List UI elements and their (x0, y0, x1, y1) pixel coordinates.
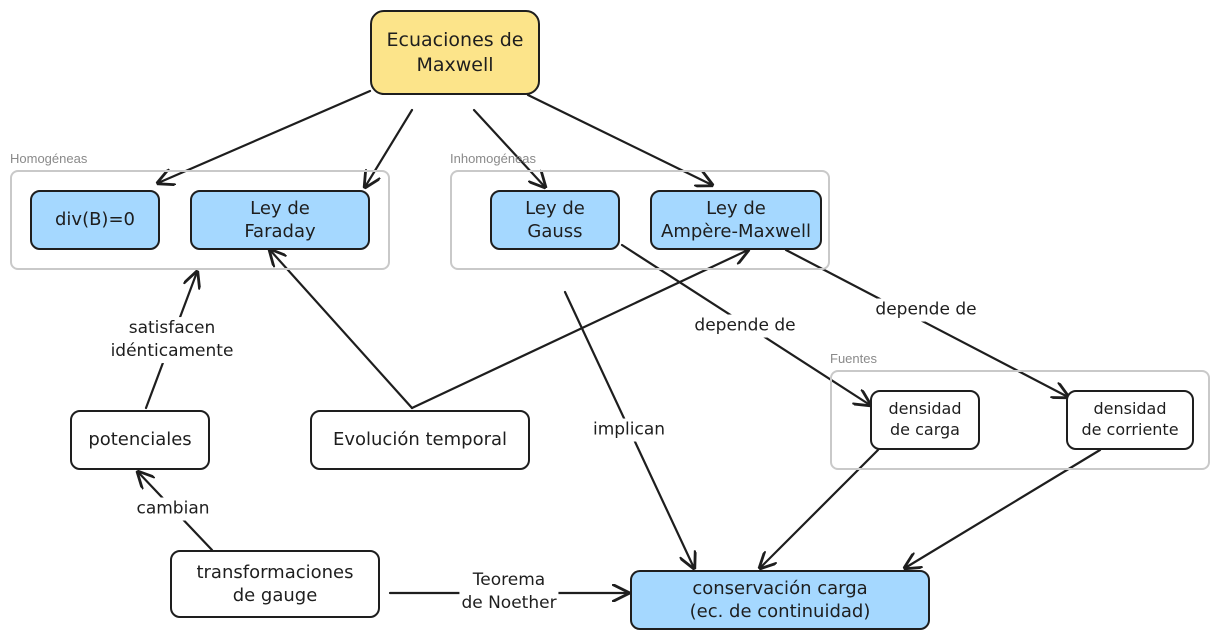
label-depende-ampere: depende de (873, 298, 979, 322)
node-maxwell-equations[interactable]: Ecuaciones de Maxwell (370, 10, 540, 95)
node-transformaciones-gauge[interactable]: transformaciones de gauge (170, 550, 380, 618)
node-div-b[interactable]: div(B)=0 (30, 190, 160, 250)
group-fuentes-box (830, 370, 1210, 470)
group-homogeneas-label: Homogéneas (10, 151, 88, 166)
edge-maxwell-faraday (365, 108, 414, 187)
edge-evolucion-faraday (270, 250, 414, 410)
edge-maxwell-divb (158, 89, 372, 183)
label-cambian: cambian (134, 497, 212, 521)
label-satisfacen: satisfacen idénticamente (108, 317, 236, 363)
group-fuentes-label: Fuentes (830, 351, 877, 366)
node-densidad-corriente[interactable]: densidad de corriente (1066, 390, 1194, 450)
edge-maxwell-gauss (472, 108, 545, 187)
node-faraday-law[interactable]: Ley de Faraday (190, 190, 370, 250)
node-densidad-carga[interactable]: densidad de carga (870, 390, 980, 450)
group-homogeneas-box (10, 170, 390, 270)
node-potenciales[interactable]: potenciales (70, 410, 210, 470)
node-ampere-maxwell-law[interactable]: Ley de Ampère-Maxwell (650, 190, 822, 250)
label-implican: implican (590, 418, 668, 442)
label-depende-gauss: depende de (692, 314, 798, 338)
node-evolucion-temporal[interactable]: Evolución temporal (310, 410, 530, 470)
edge-evolucion-ampere (410, 250, 748, 410)
group-inhomogeneas-box (450, 170, 830, 270)
edge-ampere-densidad-corriente (784, 248, 1068, 397)
label-noether: Teorema de Noether (459, 569, 559, 615)
node-gauss-law[interactable]: Ley de Gauss (490, 190, 620, 250)
group-inhomogeneas-label: Inhomogéneas (450, 151, 537, 166)
node-conservacion-carga[interactable]: conservación carga (ec. de continuidad) (630, 570, 930, 630)
